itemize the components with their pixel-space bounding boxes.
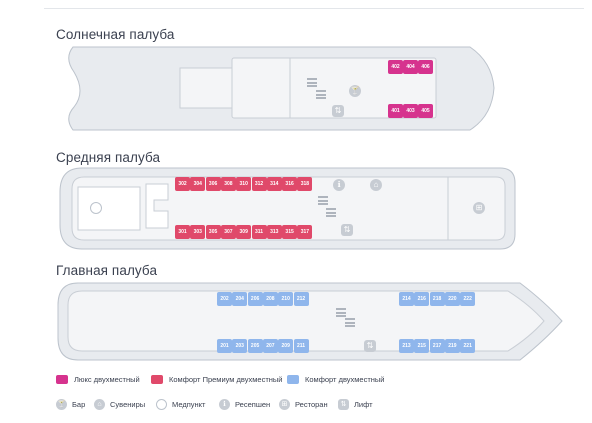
comfort-swatch <box>287 375 299 384</box>
medical-icon <box>90 202 102 214</box>
lux-swatch <box>56 375 68 384</box>
legend-lux: Люкс двухместный <box>56 375 140 384</box>
cabin-312[interactable]: 312 <box>251 177 267 191</box>
cabin-222[interactable]: 222 <box>460 292 476 306</box>
legend-lux-label: Люкс двухместный <box>74 375 140 384</box>
legend-premium-label: Комфорт Премиум двухместный <box>169 375 283 384</box>
cabin-403[interactable]: 403 <box>403 104 418 118</box>
cabin-314[interactable]: 314 <box>266 177 282 191</box>
cabin-313[interactable]: 313 <box>266 225 282 239</box>
cabin-308[interactable]: 308 <box>220 177 236 191</box>
sun-deck-stairs-2 <box>316 90 326 101</box>
cabin-305[interactable]: 305 <box>205 225 221 239</box>
restaurant-icon: ⊞ <box>473 202 485 214</box>
sun-deck-title: Солнечная палуба <box>56 27 175 42</box>
main-deck-title: Главная палуба <box>56 263 158 278</box>
legend-restaurant-icon: ⊞ <box>279 399 290 410</box>
legend-comfort-label: Комфорт двухместный <box>305 375 385 384</box>
cabin-203[interactable]: 203 <box>232 339 248 353</box>
cabin-406[interactable]: 406 <box>418 60 433 74</box>
cabin-303[interactable]: 303 <box>190 225 206 239</box>
cabin-304[interactable]: 304 <box>190 177 206 191</box>
souvenirs-icon: ⌂ <box>370 179 382 191</box>
legend-medical-icon <box>156 399 167 410</box>
legend-comfort: Комфорт двухместный <box>287 375 385 384</box>
cabin-301[interactable]: 301 <box>175 225 190 239</box>
cabin-213[interactable]: 213 <box>399 339 414 353</box>
legend-restaurant-label: Ресторан <box>295 400 328 409</box>
legend-bar-icon: 🍸 <box>56 399 67 410</box>
legend-medical-label: Медпункт <box>172 400 206 409</box>
cabin-211[interactable]: 211 <box>293 339 309 353</box>
cabin-310[interactable]: 310 <box>236 177 252 191</box>
main-deck-stairs-2 <box>345 318 355 329</box>
cabin-201[interactable]: 201 <box>217 339 232 353</box>
cabin-210[interactable]: 210 <box>278 292 294 306</box>
legend-reception: ℹ Ресепшен <box>219 399 270 410</box>
legend-reception-icon: ℹ <box>219 399 230 410</box>
cabin-221[interactable]: 221 <box>460 339 476 353</box>
cabin-220[interactable]: 220 <box>444 292 460 306</box>
cabin-317[interactable]: 317 <box>297 225 313 239</box>
cabin-218[interactable]: 218 <box>429 292 445 306</box>
cabin-205[interactable]: 205 <box>247 339 263 353</box>
cabin-206[interactable]: 206 <box>247 292 263 306</box>
sun-deck-stairs <box>307 78 317 89</box>
cabin-208[interactable]: 208 <box>262 292 278 306</box>
cabin-214[interactable]: 214 <box>399 292 414 306</box>
cabin-401[interactable]: 401 <box>388 104 403 118</box>
lift-icon: ⇅ <box>332 105 344 117</box>
legend-bar-label: Бар <box>72 400 86 409</box>
legend-restaurant: ⊞ Ресторан <box>279 399 328 410</box>
middle-deck-stairs <box>318 196 328 207</box>
cabin-215[interactable]: 215 <box>414 339 430 353</box>
middle-deck-stairs-2 <box>326 208 336 219</box>
legend-souvenirs-icon: ⌂ <box>94 399 105 410</box>
legend-bar: 🍸 Бар <box>56 399 85 410</box>
cabin-209[interactable]: 209 <box>278 339 294 353</box>
cabin-216[interactable]: 216 <box>414 292 430 306</box>
cabin-217[interactable]: 217 <box>429 339 445 353</box>
reception-icon: ℹ <box>333 179 345 191</box>
top-divider <box>44 8 584 9</box>
legend-lift-label: Лифт <box>354 400 373 409</box>
legend-lift-icon: ⇅ <box>338 399 349 410</box>
bar-icon: 🍸 <box>349 85 361 97</box>
cabin-212[interactable]: 212 <box>293 292 309 306</box>
legend-lift: ⇅ Лифт <box>338 399 373 410</box>
cabin-207[interactable]: 207 <box>262 339 278 353</box>
cabin-204[interactable]: 204 <box>232 292 248 306</box>
legend-premium: Комфорт Премиум двухместный <box>151 375 282 384</box>
cabin-309[interactable]: 309 <box>236 225 252 239</box>
cabin-402[interactable]: 402 <box>388 60 403 74</box>
cabin-318[interactable]: 318 <box>297 177 313 191</box>
middle-deck-title: Средняя палуба <box>56 150 161 165</box>
main-lift-icon: ⇅ <box>364 340 376 352</box>
cabin-307[interactable]: 307 <box>220 225 236 239</box>
cabin-404[interactable]: 404 <box>403 60 418 74</box>
legend-reception-label: Ресепшен <box>235 400 271 409</box>
cabin-311[interactable]: 311 <box>251 225 267 239</box>
legend-souvenirs-label: Сувениры <box>110 400 146 409</box>
cabin-405[interactable]: 405 <box>418 104 433 118</box>
cabin-202[interactable]: 202 <box>217 292 232 306</box>
cabin-316[interactable]: 316 <box>282 177 298 191</box>
legend-souvenirs: ⌂ Сувениры <box>94 399 145 410</box>
main-deck-stairs <box>336 308 346 319</box>
premium-swatch <box>151 375 163 384</box>
cabin-306[interactable]: 306 <box>205 177 221 191</box>
cabin-315[interactable]: 315 <box>282 225 298 239</box>
cabin-302[interactable]: 302 <box>175 177 190 191</box>
cabin-219[interactable]: 219 <box>444 339 460 353</box>
legend-medical: Медпункт <box>156 399 205 410</box>
middle-lift-icon: ⇅ <box>341 224 353 236</box>
